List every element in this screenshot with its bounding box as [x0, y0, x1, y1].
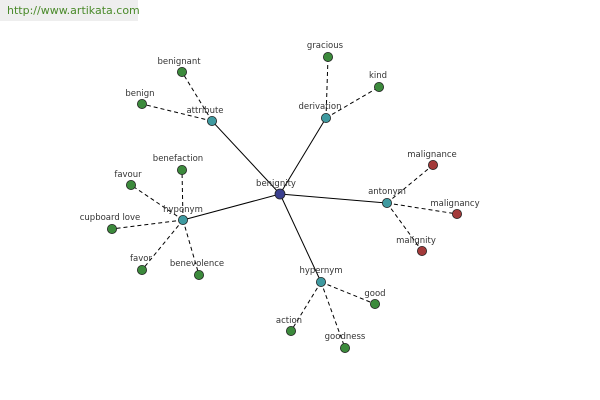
edge-hypernym: [279, 193, 322, 283]
word-label-kind: kind: [369, 71, 387, 81]
edge-hyponym: [182, 193, 281, 221]
word-node-favor[interactable]: [136, 264, 147, 275]
graph-labels: benignity attribute benignant benign derivat…: [80, 41, 480, 342]
relation-node-attribute[interactable]: [206, 116, 217, 127]
word-label-malignance: malignance: [407, 150, 457, 160]
word-node-goodness[interactable]: [339, 342, 350, 353]
word-node-malignance[interactable]: [427, 159, 438, 170]
word-label-favour: favour: [114, 170, 142, 180]
word-label-cupboard-love: cupboard love: [80, 213, 141, 223]
edge-hyponym-cupboard-love: [111, 219, 184, 230]
edge-antonym: [279, 193, 388, 204]
relation-label-hyponym: hyponym: [163, 205, 203, 215]
word-node-kind[interactable]: [373, 82, 384, 93]
word-label-favor: favor: [130, 254, 152, 264]
edge-hyponym-benevolence: [182, 219, 200, 276]
site-watermark: http://www.artikata.com: [0, 0, 140, 21]
edge-hyponym-benefaction: [181, 169, 184, 221]
edge-antonym-malignity: [386, 202, 423, 252]
edge-hypernym-good: [320, 281, 376, 305]
word-label-action: action: [276, 316, 302, 326]
word-node-good[interactable]: [369, 298, 380, 309]
edge-derivation: [279, 117, 327, 195]
graph-nodes: [107, 52, 462, 353]
edge-hypernym-goodness: [320, 281, 346, 349]
relation-label-derivation: derivation: [298, 102, 341, 112]
word-node-gracious[interactable]: [322, 52, 333, 63]
word-node-cupboard-love[interactable]: [107, 223, 118, 234]
word-label-good: good: [364, 289, 385, 299]
word-label-malignancy: malignancy: [430, 199, 479, 209]
word-node-benign[interactable]: [136, 99, 147, 110]
word-node-favour[interactable]: [126, 179, 137, 190]
center-label: benignity: [256, 179, 296, 189]
edge-derivation-gracious: [325, 56, 329, 119]
word-node-malignity[interactable]: [416, 245, 427, 256]
edge-antonym-malignance: [386, 164, 434, 204]
word-label-malignity: malignity: [396, 236, 436, 246]
word-node-malignancy[interactable]: [451, 208, 462, 219]
relation-node-derivation[interactable]: [320, 113, 331, 124]
word-node-benignant[interactable]: [176, 67, 187, 78]
graph-edges: [111, 56, 458, 349]
edge-attribute-benign: [141, 103, 213, 122]
relation-node-hyponym[interactable]: [177, 214, 188, 225]
relation-label-attribute: attribute: [186, 106, 223, 116]
relation-node-antonym[interactable]: [381, 197, 392, 208]
word-node-benefaction[interactable]: [176, 164, 187, 175]
word-label-goodness: goodness: [325, 332, 366, 342]
word-label-benefaction: benefaction: [153, 154, 203, 164]
relation-node-hypernym[interactable]: [315, 276, 326, 287]
word-label-benign: benign: [125, 89, 154, 99]
edge-hyponym-favour: [130, 184, 184, 221]
edge-antonym-malignancy: [386, 202, 458, 215]
word-label-benevolence: benevolence: [170, 259, 224, 269]
edge-hypernym-action: [290, 281, 322, 332]
word-label-gracious: gracious: [307, 41, 344, 51]
edge-attribute-benignant: [181, 71, 213, 122]
edge-derivation-kind: [325, 86, 380, 119]
word-node-action[interactable]: [285, 325, 296, 336]
word-node-benevolence[interactable]: [193, 269, 204, 280]
word-label-benignant: benignant: [157, 57, 201, 67]
relation-label-antonym: antonym: [368, 187, 406, 197]
relation-label-hypernym: hypernym: [299, 266, 342, 276]
edge-hyponym-favor: [141, 219, 184, 271]
edge-attribute: [211, 120, 281, 195]
center-node-benignity[interactable]: [274, 188, 286, 200]
